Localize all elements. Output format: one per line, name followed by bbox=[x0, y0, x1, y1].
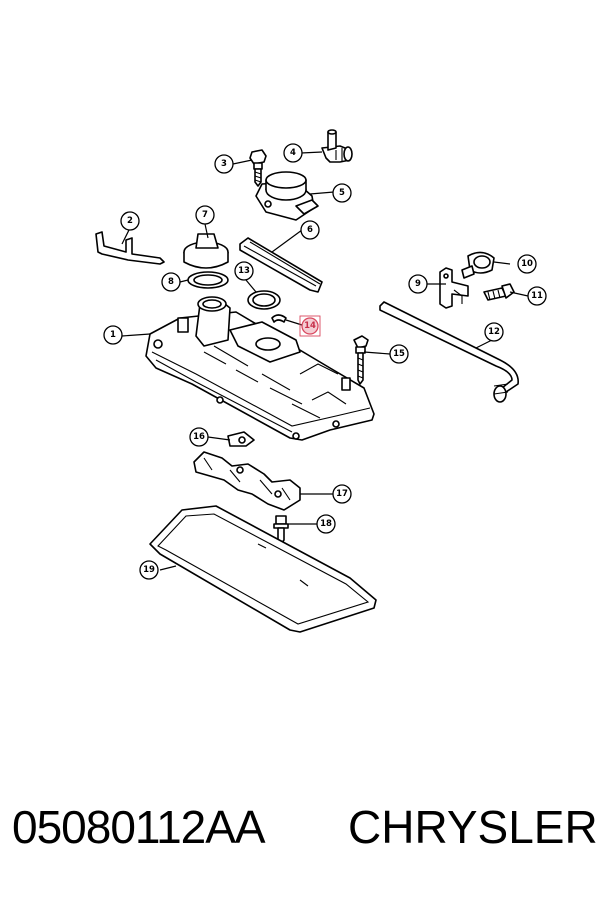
callout-14-label: 14 bbox=[304, 321, 316, 331]
part-11-screw bbox=[483, 283, 515, 301]
callout-13-label: 13 bbox=[238, 266, 250, 276]
footer: 05080112AA CHRYSLER bbox=[0, 800, 600, 870]
callout-16-label: 16 bbox=[193, 432, 205, 442]
part-8-oring bbox=[187, 271, 229, 289]
callout-19-label: 19 bbox=[143, 565, 155, 575]
exploded-parts-diagram: 1 2 3 4 5 6 7 8 9 10 11 12 13 14 15 16 1… bbox=[95, 129, 547, 633]
callout-9-label: 9 bbox=[415, 279, 421, 289]
callout-15-label: 15 bbox=[393, 349, 405, 359]
callout-1: 1 bbox=[103, 325, 123, 345]
part-2-bracket bbox=[95, 231, 165, 265]
callout-18-label: 18 bbox=[320, 519, 332, 529]
callout-4-label: 4 bbox=[290, 148, 296, 158]
part-10-clamp bbox=[461, 251, 495, 279]
part-6-strip bbox=[239, 237, 323, 293]
callout-17-label: 17 bbox=[336, 489, 348, 499]
callout-9: 9 bbox=[408, 274, 428, 294]
part-9-bracket bbox=[439, 267, 469, 309]
part-3-bolt bbox=[249, 149, 267, 187]
part-16-clip bbox=[227, 431, 255, 447]
part-number: 05080112AA bbox=[12, 801, 266, 853]
part-15-bolt bbox=[353, 335, 369, 385]
callout-17: 17 bbox=[332, 484, 352, 504]
callout-10: 10 bbox=[517, 254, 537, 274]
part-5-separator bbox=[255, 171, 319, 221]
callout-18: 18 bbox=[316, 514, 336, 534]
brand-name: CHRYSLER bbox=[348, 801, 598, 853]
callout-7-label: 7 bbox=[202, 210, 208, 220]
callout-10-label: 10 bbox=[521, 259, 533, 269]
part-14-clip bbox=[271, 314, 287, 323]
part-13-seal bbox=[247, 290, 281, 310]
leader-lines bbox=[121, 151, 529, 571]
callout-5-label: 5 bbox=[339, 188, 345, 198]
callout-11: 11 bbox=[527, 286, 547, 306]
callout-6-label: 6 bbox=[307, 225, 313, 235]
callout-2: 2 bbox=[120, 211, 140, 231]
callout-8-label: 8 bbox=[168, 277, 174, 287]
callout-6: 6 bbox=[300, 220, 320, 240]
callout-3-label: 3 bbox=[221, 159, 227, 169]
callout-3: 3 bbox=[214, 154, 234, 174]
part-4-fitting bbox=[321, 129, 353, 163]
callout-16: 16 bbox=[189, 427, 209, 447]
part-19-gasket bbox=[149, 505, 377, 633]
part-1-valve-cover bbox=[145, 296, 375, 441]
callout-12-label: 12 bbox=[488, 327, 500, 337]
callout-12: 12 bbox=[484, 322, 504, 342]
callout-7: 7 bbox=[195, 205, 215, 225]
callout-8: 8 bbox=[161, 272, 181, 292]
callout-11-label: 11 bbox=[531, 291, 543, 301]
part-12-tube bbox=[379, 301, 519, 403]
callout-19: 19 bbox=[139, 560, 159, 580]
callout-4: 4 bbox=[283, 143, 303, 163]
callout-5: 5 bbox=[332, 183, 352, 203]
callout-14[interactable]: 14 bbox=[299, 315, 321, 337]
callout-1-label: 1 bbox=[110, 330, 116, 340]
callout-2-label: 2 bbox=[127, 216, 133, 226]
part-17-baffle bbox=[193, 451, 301, 511]
part-7-cap bbox=[183, 233, 229, 269]
callout-13: 13 bbox=[234, 261, 254, 281]
callout-15: 15 bbox=[389, 344, 409, 364]
